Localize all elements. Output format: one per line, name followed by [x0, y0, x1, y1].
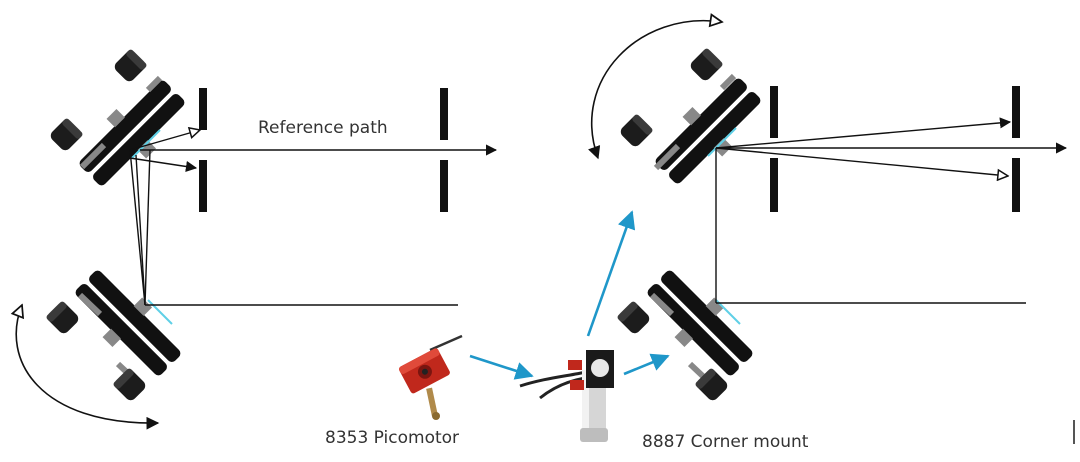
right-upper-mirror-mount: [618, 47, 771, 194]
left-aperture-2: [440, 88, 448, 212]
right-setup: [592, 21, 1075, 444]
rotation-arrow-icon: [592, 21, 722, 158]
right-aperture-1: [770, 86, 778, 212]
left-setup: [16, 48, 498, 423]
picomotor-photo: [399, 334, 463, 420]
left-aperture-1: [199, 88, 207, 212]
picomotor-label: 8353 Picomotor: [325, 428, 460, 448]
right-aperture-2: [1012, 86, 1020, 212]
flow-arrow-icon: [469, 354, 534, 380]
reference-path-label: Reference path: [258, 118, 388, 138]
flow-arrow-icon: [623, 353, 670, 376]
flow-arrows: [469, 210, 670, 380]
left-lower-mirror-mount: [45, 260, 191, 403]
right-beams: [715, 117, 1068, 304]
left-upper-mirror-mount: [48, 48, 195, 196]
corner-mount-label: 8887 Corner mount: [642, 432, 809, 452]
rotation-arrow-icon: [16, 305, 158, 423]
left-beams: [129, 130, 498, 306]
flow-arrow-icon: [586, 210, 636, 337]
right-lower-mirror-mount: [616, 260, 763, 403]
corner-mount-photo: [519, 350, 614, 442]
